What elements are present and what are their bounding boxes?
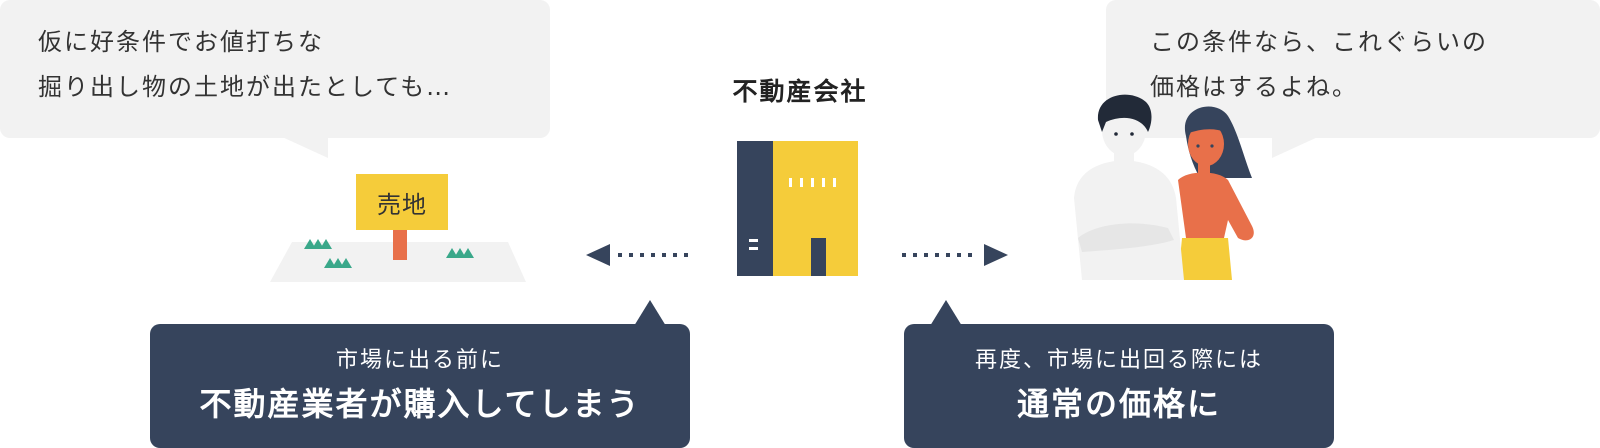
bottom-right-callout: 再度、市場に出回る際には 通常の価格に (904, 324, 1334, 448)
company-building-icon (737, 141, 858, 276)
arrow-left-icon (586, 244, 688, 266)
bottom-left-callout-line-1: 市場に出る前に (335, 348, 504, 373)
company-label: 不動産会社 (732, 77, 868, 106)
right-speech-bubble: この条件なら、これぐらいの 価格はするよね。 (1106, 0, 1600, 158)
bottom-left-callout-line-2: 不動産業者が購入してしまう (199, 385, 641, 423)
bottom-right-callout-tail (930, 300, 962, 326)
bottom-left-callout: 市場に出る前に 不動産業者が購入してしまう (150, 324, 690, 448)
land-sign-label: 売地 (377, 190, 427, 219)
left-bubble-tail (280, 136, 328, 158)
bottom-right-callout-line-1: 再度、市場に出回る際には (974, 348, 1263, 373)
right-bubble-line-1: この条件なら、これぐらいの (1150, 28, 1488, 56)
bottom-left-callout-tail (634, 300, 666, 326)
left-speech-bubble: 仮に好条件でお値打ちな 掘り出し物の土地が出たとしても… (0, 0, 550, 158)
land-sign: 売地 (356, 174, 448, 230)
arrow-right-icon (902, 244, 1008, 266)
left-bubble-line-2: 掘り出し物の土地が出たとしても… (38, 73, 453, 101)
land-illustration (270, 224, 526, 282)
left-bubble-line-1: 仮に好条件でお値打ちな (38, 28, 324, 56)
right-bubble-line-2: 価格はするよね。 (1150, 73, 1358, 101)
couple-illustration (1074, 94, 1254, 280)
bottom-right-callout-line-2: 通常の価格に (1016, 385, 1221, 423)
right-bubble-tail (1272, 136, 1320, 158)
